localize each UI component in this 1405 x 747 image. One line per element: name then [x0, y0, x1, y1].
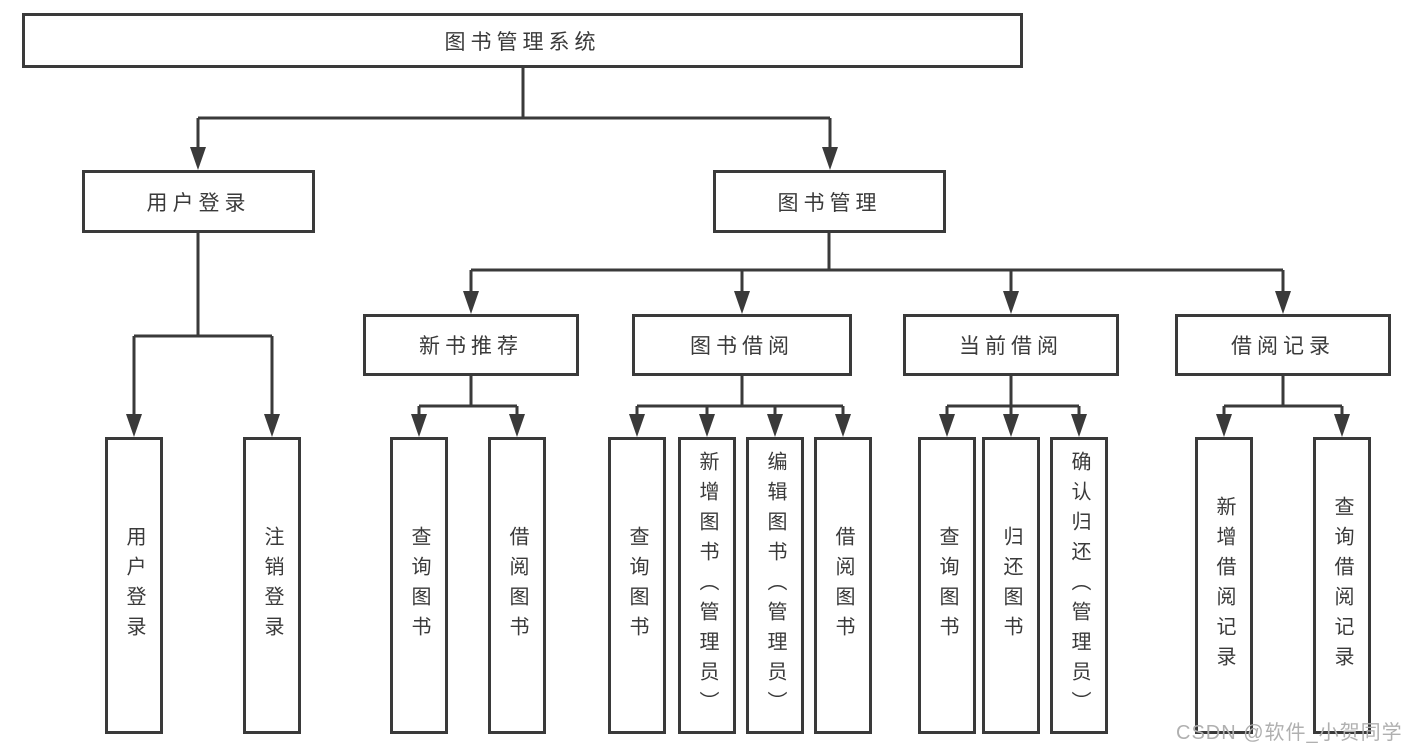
node-book-management: 图书管理	[713, 170, 946, 233]
node-current-borrow: 当前借阅	[903, 314, 1119, 376]
node-current-borrow-label: 当前借阅	[959, 335, 1063, 358]
arrowhead	[1071, 414, 1087, 437]
leaf-add-borrow-record: 新增借阅记录	[1195, 437, 1253, 734]
node-new-book-recommend: 新书推荐	[363, 314, 579, 376]
arrowhead	[463, 291, 479, 314]
leaf-add-book-admin-label: 新增图书（管理员）	[696, 450, 718, 721]
arrowhead	[939, 414, 955, 437]
arrowhead	[1334, 414, 1350, 437]
leaf-query-book-1-label: 查询图书	[408, 525, 430, 646]
node-borrow-records: 借阅记录	[1175, 314, 1391, 376]
node-root: 图书管理系统	[22, 13, 1023, 68]
leaf-borrow-book-1: 借阅图书	[488, 437, 546, 734]
leaf-query-book-3-label: 查询图书	[936, 525, 958, 646]
arrowhead	[835, 414, 851, 437]
leaf-edit-book-admin-label: 编辑图书（管理员）	[764, 450, 786, 721]
leaf-borrow-book-2-label: 借阅图书	[832, 525, 854, 646]
leaf-return-book-label: 归还图书	[1000, 525, 1022, 646]
leaf-logout: 注销登录	[243, 437, 301, 734]
node-root-label: 图书管理系统	[444, 30, 601, 54]
node-book-management-label: 图书管理	[777, 191, 882, 215]
arrowhead	[264, 414, 280, 437]
leaf-query-book-2-label: 查询图书	[626, 525, 648, 646]
arrowhead	[734, 291, 750, 314]
arrowhead	[1003, 291, 1019, 314]
node-new-book-recommend-label: 新书推荐	[419, 335, 523, 358]
arrowhead	[126, 414, 142, 437]
node-borrow-records-label: 借阅记录	[1231, 335, 1335, 358]
node-user-login-label: 用户登录	[146, 191, 251, 215]
connector-path	[132, 68, 1344, 416]
csdn-watermark: CSDN @软件_小贺同学	[1176, 722, 1403, 744]
leaf-query-borrow-record: 查询借阅记录	[1313, 437, 1371, 734]
node-book-borrow-label: 图书借阅	[690, 335, 794, 358]
node-user-login: 用户登录	[82, 170, 315, 233]
arrowhead	[1003, 414, 1019, 437]
arrowhead	[1216, 414, 1232, 437]
leaf-query-book-1: 查询图书	[390, 437, 448, 734]
arrowhead	[509, 414, 525, 437]
leaf-borrow-book-1-label: 借阅图书	[506, 525, 528, 646]
arrowhead	[629, 414, 645, 437]
leaf-confirm-return-admin: 确认归还（管理员）	[1050, 437, 1108, 734]
leaf-borrow-book-2: 借阅图书	[814, 437, 872, 734]
leaf-add-borrow-record-label: 新增借阅记录	[1213, 495, 1235, 676]
leaf-logout-label: 注销登录	[261, 525, 283, 646]
leaf-confirm-return-admin-label: 确认归还（管理员）	[1068, 450, 1090, 721]
leaf-query-book-2: 查询图书	[608, 437, 666, 734]
leaf-user-login: 用户登录	[105, 437, 163, 734]
leaf-add-book-admin: 新增图书（管理员）	[678, 437, 736, 734]
arrowhead	[1275, 291, 1291, 314]
leaf-query-book-3: 查询图书	[918, 437, 976, 734]
arrowhead	[699, 414, 715, 437]
leaf-query-borrow-record-label: 查询借阅记录	[1331, 495, 1353, 676]
leaf-user-login-label: 用户登录	[123, 525, 145, 646]
arrowhead	[822, 147, 838, 170]
arrowhead	[411, 414, 427, 437]
node-book-borrow: 图书借阅	[632, 314, 852, 376]
arrowhead	[767, 414, 783, 437]
arrowhead	[190, 147, 206, 170]
leaf-edit-book-admin: 编辑图书（管理员）	[746, 437, 804, 734]
leaf-return-book: 归还图书	[982, 437, 1040, 734]
